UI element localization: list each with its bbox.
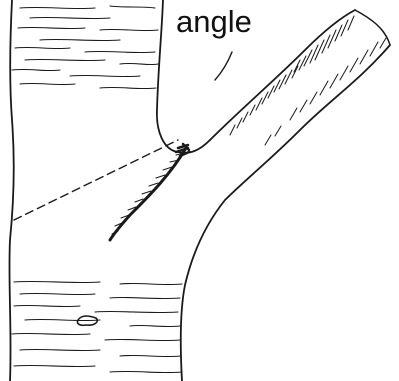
angle-pointer-line (215, 52, 232, 80)
branch-lower-edge (181, 45, 390, 381)
trunk-bark-upper (12, 6, 158, 89)
branch-bark-ridge (110, 148, 186, 240)
angle-label: angle (176, 4, 252, 39)
angle-dashed-line (14, 140, 178, 220)
trunk-bark-lower (12, 281, 182, 372)
trunk-right-edge-upper (157, 0, 178, 152)
trunk-left-edge (9, 0, 13, 381)
branch-bark-hatching (230, 16, 386, 145)
